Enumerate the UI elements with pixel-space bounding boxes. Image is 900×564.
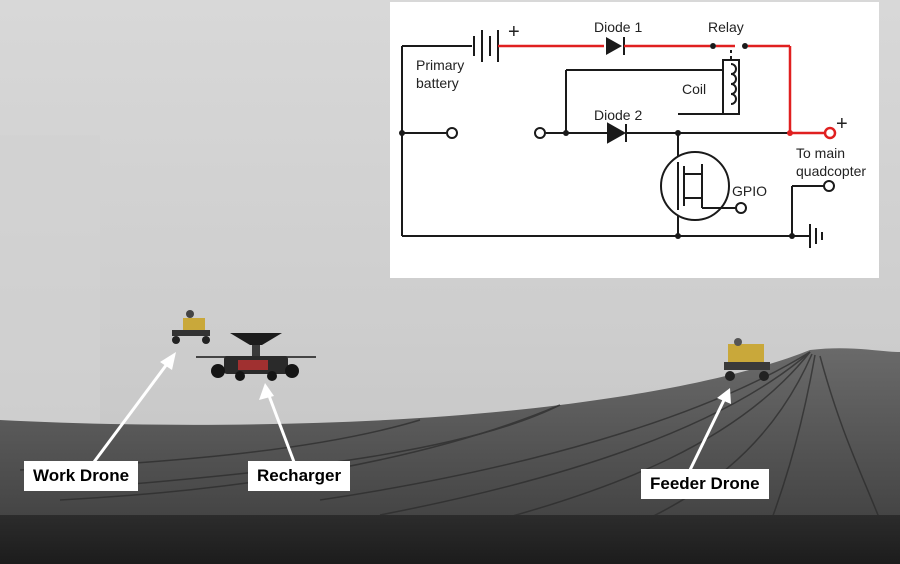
recharger-drone bbox=[196, 333, 316, 381]
coil-label: Coil bbox=[682, 81, 706, 97]
circuit-diagram-panel: Diode 1 Relay Primary battery + Coil Dio… bbox=[390, 2, 879, 278]
relay-label: Relay bbox=[708, 19, 744, 35]
annotation-arrows bbox=[92, 352, 731, 471]
diode1-label: Diode 1 bbox=[594, 19, 642, 35]
wall-panel bbox=[0, 135, 100, 435]
output-plus-sign: + bbox=[836, 113, 848, 135]
circuit-diagram: Diode 1 Relay Primary battery + Coil Dio… bbox=[399, 19, 866, 248]
to-main-label-line2: quadcopter bbox=[796, 163, 866, 179]
floor bbox=[0, 515, 900, 564]
primary-battery-label-line1: Primary bbox=[416, 57, 464, 73]
safety-net bbox=[0, 348, 900, 564]
battery-plus-sign: + bbox=[508, 21, 520, 43]
feeder-drone bbox=[724, 338, 770, 381]
diode2-label: Diode 2 bbox=[594, 107, 642, 123]
primary-battery-label-line2: battery bbox=[416, 75, 459, 91]
recharger-label: Recharger bbox=[248, 461, 351, 491]
work-drone bbox=[172, 310, 210, 344]
work-drone-label: Work Drone bbox=[24, 461, 139, 491]
gpio-label: GPIO bbox=[732, 183, 767, 199]
feeder-drone-label: Feeder Drone bbox=[641, 469, 769, 499]
to-main-label-line1: To main bbox=[796, 145, 845, 161]
